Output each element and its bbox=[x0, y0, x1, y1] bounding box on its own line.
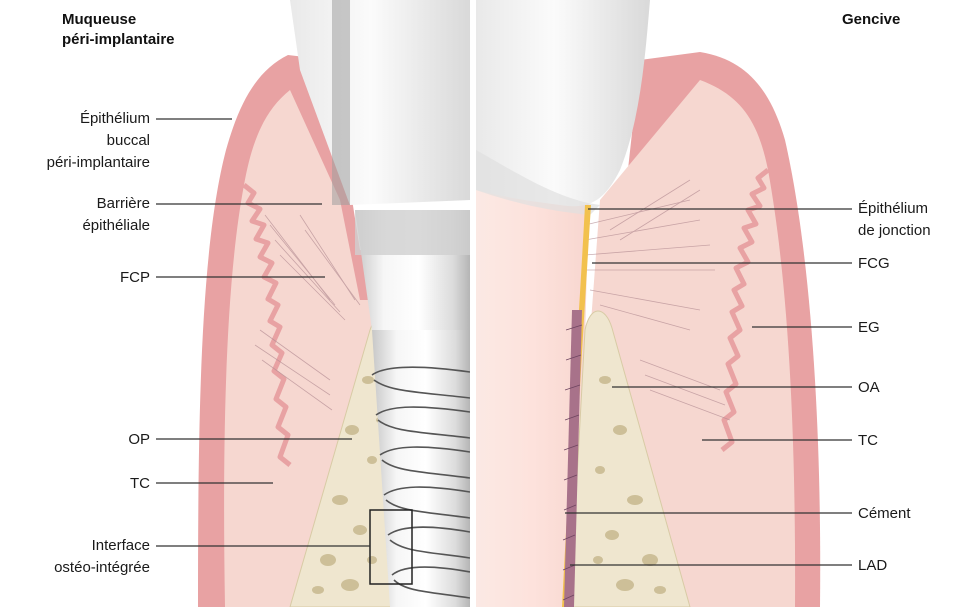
label-cement: Cément bbox=[858, 505, 911, 522]
title-left-line1: Muqueuse bbox=[62, 11, 136, 28]
label-interface-1: Interface bbox=[92, 537, 150, 554]
label-interface-2: ostéo-intégrée bbox=[54, 559, 150, 576]
label-epithelium-jonction-1: Épithélium bbox=[858, 200, 928, 217]
implant-panel bbox=[198, 0, 470, 607]
label-eg: EG bbox=[858, 319, 880, 336]
label-tc-right: TC bbox=[858, 432, 878, 449]
label-fcp: FCP bbox=[120, 269, 150, 286]
label-barriere-2: épithéliale bbox=[82, 217, 150, 234]
implant-cap-shadow bbox=[332, 0, 350, 205]
implant-collar-band bbox=[355, 210, 470, 255]
label-tc-left: TC bbox=[130, 475, 150, 492]
label-epithelium-buccal-2: buccal bbox=[107, 132, 150, 149]
label-epithelium-jonction-2: de jonction bbox=[858, 222, 931, 239]
label-barriere-1: Barrière bbox=[97, 195, 150, 212]
label-epithelium-buccal-1: Épithélium bbox=[80, 110, 150, 127]
label-fcg: FCG bbox=[858, 255, 890, 272]
label-lad: LAD bbox=[858, 557, 887, 574]
label-epithelium-buccal-3: péri-implantaire bbox=[47, 154, 150, 171]
title-right: Gencive bbox=[842, 11, 900, 28]
label-oa: OA bbox=[858, 379, 880, 396]
tooth-panel bbox=[476, 0, 820, 607]
title-left-line2: péri-implantaire bbox=[62, 31, 175, 48]
panel-divider bbox=[470, 0, 476, 607]
label-op: OP bbox=[128, 431, 150, 448]
